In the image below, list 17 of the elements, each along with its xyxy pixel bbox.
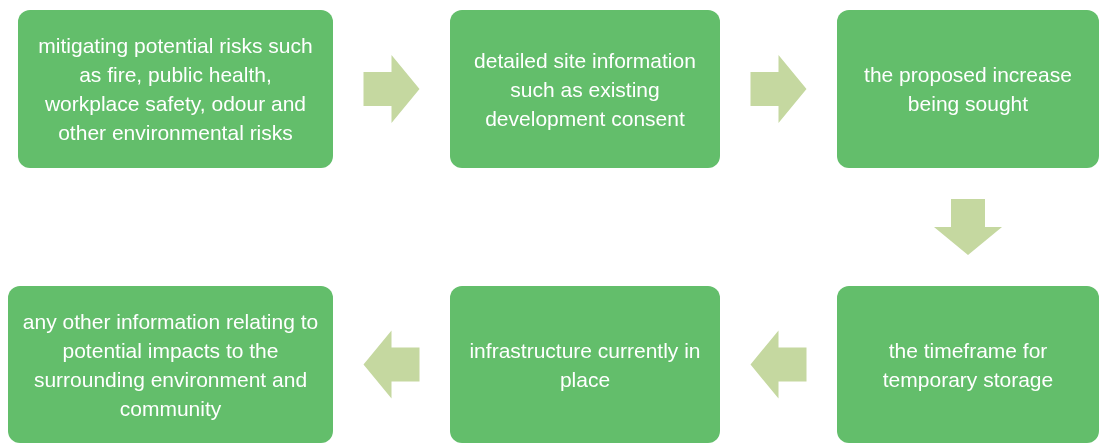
process-box	[837, 10, 1099, 168]
box-text: the timeframe for temporary storage	[881, 337, 1055, 393]
block-arrow	[750, 55, 807, 123]
process-box	[837, 286, 1099, 443]
block-arrow	[750, 330, 807, 399]
box-text: any other information relating to potential impacts to the surrounding environment and community	[21, 308, 320, 422]
block-arrow	[934, 199, 1002, 255]
box-text: the proposed increase being sought	[863, 62, 1073, 117]
process-box	[450, 286, 720, 443]
process-box	[450, 10, 720, 168]
process-box	[8, 286, 333, 443]
block-arrow	[363, 55, 420, 123]
box-text: detailed site information such as existing development consent	[473, 47, 697, 132]
block-arrow	[363, 330, 420, 399]
process-box	[18, 10, 333, 168]
box-text: infrastructure currently in place	[468, 337, 702, 393]
box-text: mitigating potential risks such as fire, public health, workplace safety, odour and other environmental risks	[37, 33, 314, 146]
